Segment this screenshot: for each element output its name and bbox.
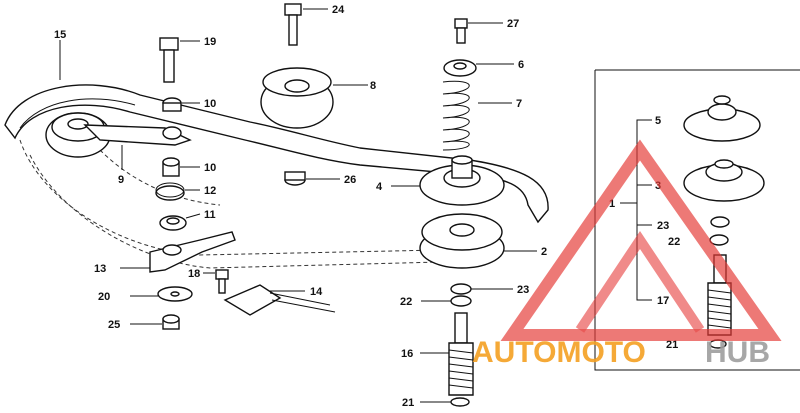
label-1: 1 <box>609 198 615 210</box>
washer-23-center <box>450 283 472 295</box>
label-22-inset: 22 <box>668 236 680 248</box>
compression-spring <box>442 80 470 151</box>
part-labels: 15 19 10 10 12 11 9 13 20 25 18 14 24 8 … <box>54 4 680 409</box>
label-14: 14 <box>310 286 323 298</box>
label-16: 16 <box>401 348 413 360</box>
bolt-18 <box>215 269 229 294</box>
bracket-13 <box>149 231 236 273</box>
label-19: 19 <box>204 36 216 48</box>
drive-belt <box>4 84 549 224</box>
inset-frame <box>594 69 800 371</box>
watermark-text-hub: HUB <box>705 336 770 369</box>
label-5: 5 <box>655 115 661 127</box>
watermark-text-automoto: AUTOMOTO <box>472 336 646 369</box>
label-24: 24 <box>332 4 345 16</box>
torsion-spring <box>155 182 185 201</box>
shaft-16 <box>448 312 474 396</box>
label-9: 9 <box>118 174 124 186</box>
idler-pulley <box>260 67 334 129</box>
inset-pulley-3 <box>683 159 765 202</box>
label-23-center: 23 <box>517 284 529 296</box>
label-11: 11 <box>204 209 216 221</box>
label-4: 4 <box>376 181 383 193</box>
watermark: AUTOMOTO HUB <box>472 139 782 369</box>
label-6: 6 <box>518 59 524 71</box>
label-17: 17 <box>657 295 669 307</box>
bolt-27 <box>454 18 468 44</box>
driven-pulley-half-2 <box>419 213 505 269</box>
bolt-19 <box>159 37 179 83</box>
label-2: 2 <box>541 246 547 258</box>
collar-10-lower <box>162 157 180 177</box>
label-13: 13 <box>94 263 106 275</box>
watermark-logo-triangle <box>500 139 782 341</box>
bushing-11 <box>159 215 187 231</box>
label-25: 25 <box>108 319 120 331</box>
label-21-inset: 21 <box>666 339 678 351</box>
washer-22-center <box>450 295 472 307</box>
collar-10-upper <box>162 97 182 112</box>
leader-lines <box>59 8 537 403</box>
label-7: 7 <box>516 98 522 110</box>
bolt-24 <box>284 3 302 46</box>
inset-washer-23 <box>710 216 730 228</box>
label-27: 27 <box>507 18 519 30</box>
spring-cap <box>443 59 477 77</box>
washer-20 <box>157 286 193 302</box>
label-26: 26 <box>344 174 356 186</box>
label-23-inset: 23 <box>657 220 669 232</box>
label-10-upper: 10 <box>204 98 216 110</box>
washer-21-center <box>450 397 470 407</box>
label-20: 20 <box>98 291 110 303</box>
label-15: 15 <box>54 29 66 41</box>
label-22-center: 22 <box>400 296 412 308</box>
label-10-lower: 10 <box>204 162 216 174</box>
label-12: 12 <box>204 185 216 197</box>
cable-bracket <box>223 284 336 316</box>
label-8: 8 <box>370 80 376 92</box>
belt-dashed-path <box>19 139 441 269</box>
label-21-center: 21 <box>402 397 414 409</box>
arm-pivot-collar <box>162 126 182 140</box>
nut-25 <box>162 314 180 330</box>
nut-26 <box>284 171 306 186</box>
assembly-bracket-1 <box>620 119 652 301</box>
label-18: 18 <box>188 268 200 280</box>
driven-pulley-half-4 <box>419 155 505 206</box>
inset-pulley-5 <box>683 95 761 142</box>
